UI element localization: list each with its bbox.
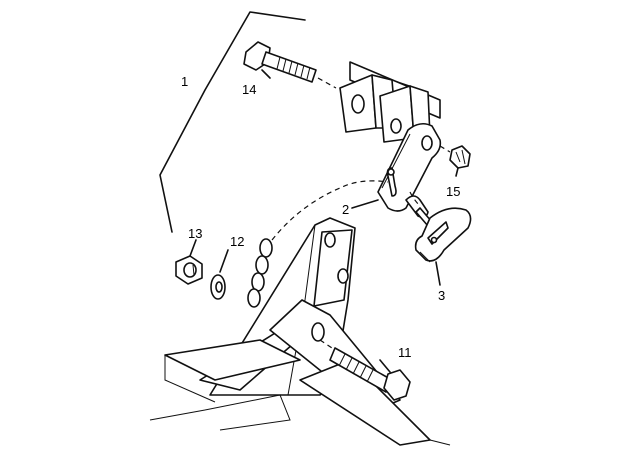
nut-13 <box>175 239 203 285</box>
assembly-bracket-1 <box>159 11 306 233</box>
nut-15 <box>439 145 471 177</box>
callout-11: 11 <box>398 345 412 360</box>
callout-1: 1 <box>181 74 188 89</box>
arm-link-2 <box>377 122 442 212</box>
callout-14: 14 <box>242 82 256 97</box>
bolt-14 <box>243 41 337 89</box>
chain-links <box>247 238 273 308</box>
bolt-11 <box>319 339 411 401</box>
frame-weldment <box>149 217 451 446</box>
callout-3: 3 <box>438 288 445 303</box>
pin-3 <box>405 191 472 286</box>
callout-13: 13 <box>188 226 202 241</box>
callout-2: 2 <box>342 202 349 217</box>
callout-12: 12 <box>230 234 244 249</box>
washer-12 <box>210 249 229 300</box>
callout-15: 15 <box>446 184 460 199</box>
